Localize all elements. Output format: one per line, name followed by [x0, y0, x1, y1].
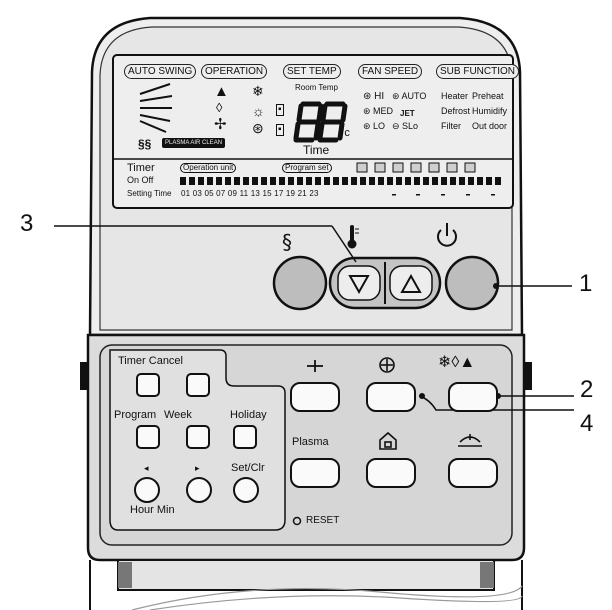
reset-label: RESET — [306, 515, 340, 526]
temp-digits: 88 — [292, 104, 334, 142]
power-icon — [437, 223, 457, 247]
set-clr-label: Set/Clr — [231, 462, 265, 474]
hour-button[interactable] — [134, 477, 160, 503]
fan-jet: JET — [400, 109, 415, 118]
thermometer-icon — [347, 225, 359, 249]
week-button[interactable] — [186, 425, 210, 449]
callout-2: 2 — [580, 376, 594, 403]
program-set-label: Program set — [282, 163, 332, 173]
sub-outdoor: Out door — [472, 121, 508, 131]
tab-set-temp: SET TEMP — [283, 64, 341, 79]
fan-med: ⊛ MED — [363, 106, 394, 116]
lcd-mini-box-icon-2: ▪ — [276, 124, 284, 136]
sub-filter: Filter — [441, 121, 461, 131]
swing-button[interactable] — [448, 458, 498, 488]
timer-cancel-label: Timer Cancel — [118, 355, 183, 367]
temp-up-icon — [400, 273, 422, 293]
auto-mode-icon: ▲ — [214, 83, 229, 100]
operation-unit-label: Operation unit — [180, 163, 237, 173]
timer-button[interactable] — [136, 373, 160, 397]
tab-sub-function: SUB FUNCTION — [436, 64, 519, 79]
fan-speed-mode-button[interactable] — [366, 382, 416, 412]
set-clr-button[interactable] — [233, 477, 259, 503]
plasma-button[interactable] — [290, 458, 340, 488]
week-label: Week — [164, 409, 192, 421]
tab-operation: OPERATION — [201, 64, 268, 79]
time-label: Time — [303, 143, 330, 157]
mode-icons: ❄◊▲ — [438, 354, 476, 371]
plasma-fan-icon: §§ — [138, 137, 152, 151]
min-right-arrow-icon: ▸ — [195, 463, 200, 473]
tab-auto-swing: AUTO SWING — [124, 64, 197, 79]
home-icon — [379, 431, 397, 450]
fan-slo: ⊖ SLo — [392, 121, 419, 131]
home-button[interactable] — [366, 458, 416, 488]
cancel-button[interactable] — [186, 373, 210, 397]
sub-humidify: Humidify — [472, 106, 508, 116]
snowflake-icon: ❄ — [252, 83, 264, 99]
min-button[interactable] — [186, 477, 212, 503]
sun-icon: ☼ — [252, 103, 265, 119]
plasma-label: Plasma — [292, 436, 329, 448]
lcd-mini-box-icon: ▪ — [276, 104, 284, 116]
program-button[interactable] — [136, 425, 160, 449]
sub-preheat: Preheat — [472, 91, 504, 101]
setting-time-label: Setting Time — [127, 189, 172, 198]
holiday-button[interactable] — [233, 425, 257, 449]
callout-1: 1 — [579, 270, 593, 297]
reset-hole[interactable] — [292, 516, 302, 526]
fan-speed-button[interactable] — [272, 255, 328, 311]
holiday-label: Holiday — [230, 409, 267, 421]
fan-icon — [307, 360, 323, 372]
hour-min-label: Hour Min — [130, 504, 175, 516]
room-temp-label: Room Temp — [295, 83, 338, 92]
drop-icon: ◊ — [216, 100, 223, 115]
mode-fan-button[interactable] — [290, 382, 340, 412]
power-button[interactable] — [444, 255, 500, 311]
fan-hi: ⊛ HI — [363, 91, 385, 102]
callout-3: 3 — [20, 210, 34, 237]
timer-label: Timer — [127, 162, 155, 174]
plasma-air-clean-badge: PLASMA AIR CLEAN — [162, 138, 226, 148]
program-label: Program — [114, 409, 157, 421]
operation-mode-button[interactable] — [448, 382, 498, 412]
swing-vane-icon — [139, 83, 173, 133]
wave-icon — [458, 434, 482, 447]
fan-lo: ⊛ LO — [363, 121, 386, 131]
temp-unit: °c — [340, 127, 350, 139]
on-off-label: On Off — [127, 175, 154, 185]
temp-down-icon — [348, 275, 370, 295]
setting-time-values: 01 03 05 07 09 11 13 15 17 19 21 23 — [181, 189, 319, 198]
fan-auto: ⊛ AUTO — [392, 91, 427, 101]
sub-defrost: Defrost — [441, 106, 471, 116]
fan-speed-icon: § — [282, 230, 292, 254]
fan-mode-icon: ✢ — [214, 116, 227, 133]
dehumidify-icon: ⊛ — [252, 120, 264, 136]
fan-circle-icon — [379, 357, 395, 373]
temp-digits-graphic — [293, 101, 348, 143]
tab-fan-speed: FAN SPEED — [358, 64, 423, 79]
sub-heater: Heater — [441, 91, 469, 101]
callout-4: 4 — [580, 410, 594, 437]
hour-left-arrow-icon: ◂ — [144, 463, 149, 473]
